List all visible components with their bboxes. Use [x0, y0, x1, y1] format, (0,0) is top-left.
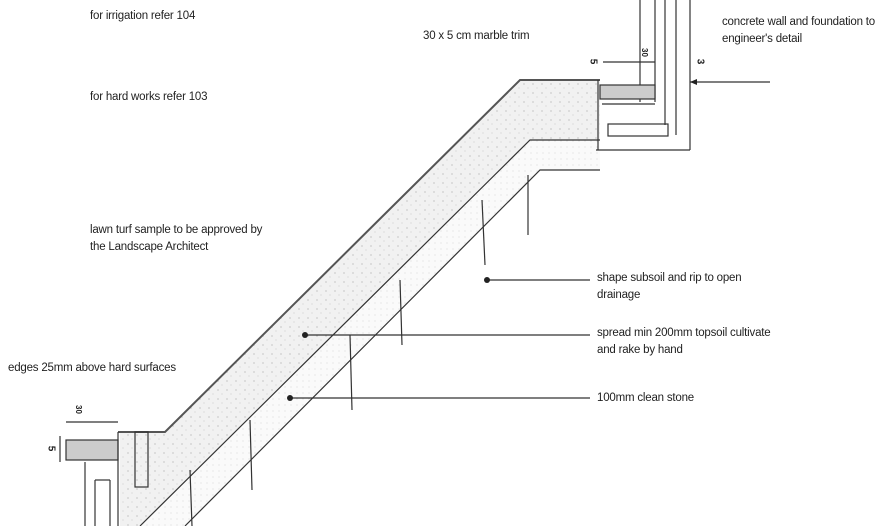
- dim-top-trim-width: 30: [639, 48, 649, 57]
- stone-layer: [140, 140, 600, 526]
- note-topsoil: spread min 200mm topsoil cultivate and r…: [597, 325, 771, 359]
- note-wall: concrete wall and foundation to engineer…: [722, 14, 875, 48]
- note-lawn: lawn turf sample to be approved by the L…: [90, 222, 262, 256]
- topsoil-layer: [120, 80, 600, 526]
- note-subsoil: shape subsoil and rip to open drainage: [597, 270, 742, 304]
- dim-wall-gap: 3: [694, 58, 706, 65]
- note-stone: 100mm clean stone: [597, 392, 694, 404]
- note-subsoil-line1: shape subsoil and rip to open: [597, 272, 742, 284]
- note-irrigation: for irrigation refer 104: [90, 10, 196, 22]
- note-topsoil-line2: and rake by hand: [597, 344, 683, 356]
- note-topsoil-line1: spread min 200mm topsoil cultivate: [597, 327, 771, 339]
- note-hard-works: for hard works refer 103: [90, 91, 208, 103]
- note-edges: edges 25mm above hard surfaces: [8, 362, 176, 374]
- dim-bottom-trim-width: 30: [73, 405, 83, 414]
- note-lawn-line1: lawn turf sample to be approved by: [90, 224, 263, 236]
- marble-trim-bottom: [65, 439, 119, 461]
- note-subsoil-line2: drainage: [597, 289, 641, 301]
- dim-top-trim-height: 5: [587, 58, 599, 65]
- note-wall-line1: concrete wall and foundation to: [722, 16, 875, 28]
- note-wall-line2: engineer's detail: [722, 33, 802, 45]
- note-lawn-line2: the Landscape Architect: [90, 241, 209, 253]
- note-marble-trim: 30 x 5 cm marble trim: [423, 30, 530, 42]
- dim-bottom-trim-height: 5: [45, 445, 57, 452]
- marble-trim-top: [599, 84, 656, 100]
